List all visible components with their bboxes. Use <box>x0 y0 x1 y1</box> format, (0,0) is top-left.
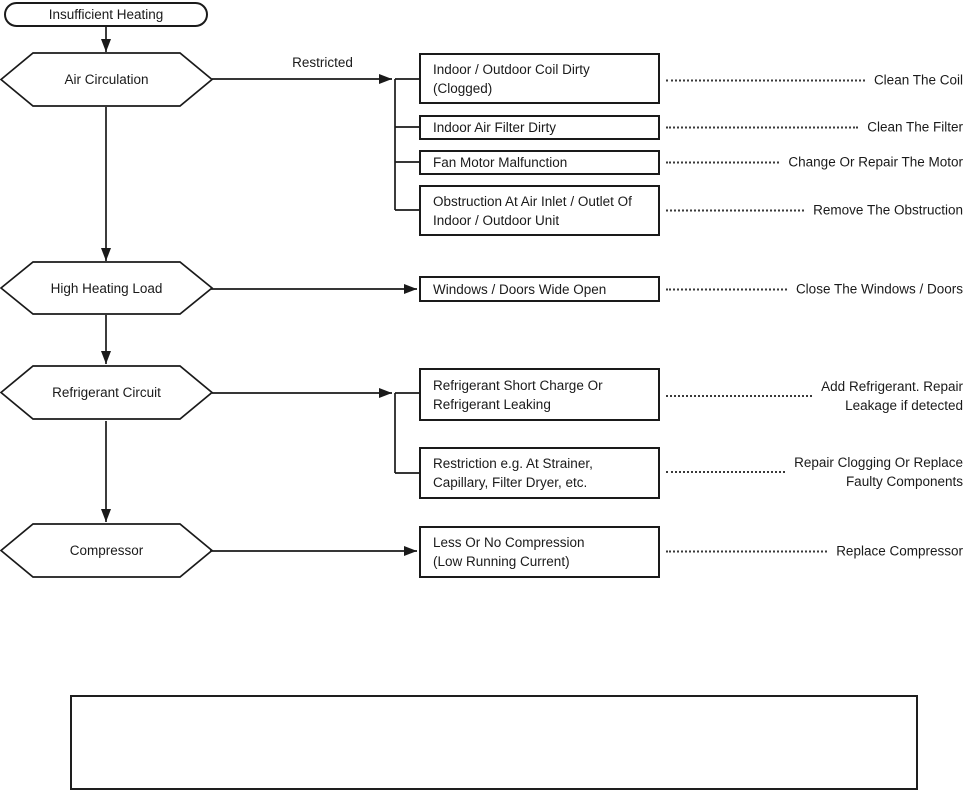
remedy-row-remove-obstruction: Remove The Obstruction <box>660 201 963 220</box>
remedy-row-repair-motor: Change Or Repair The Motor <box>660 153 963 172</box>
decision-hexagon-high-heating-load <box>0 261 214 315</box>
remedy-row-clean-filter: Clean The Filter <box>660 118 963 137</box>
cause-box-restriction: Restriction e.g. At Strainer, Capillary,… <box>419 447 660 499</box>
dotted-leader <box>666 395 813 397</box>
dotted-leader <box>666 161 780 163</box>
dotted-leader <box>666 288 787 290</box>
cause-box-obstruction: Obstruction At Air Inlet / Outlet Of Ind… <box>419 185 660 236</box>
cause-box-coil-dirty: Indoor / Outdoor Coil Dirty (Clogged) <box>419 53 660 104</box>
remedy-label: Add Refrigerant. Repair Leakage if detec… <box>821 379 963 413</box>
dotted-leader <box>666 79 865 81</box>
edge-label-restricted: Restricted <box>292 55 353 70</box>
dotted-leader <box>666 126 859 128</box>
start-node-insufficient-heating: Insufficient Heating <box>4 2 208 27</box>
decision-label-refrigerant-circuit: Refrigerant Circuit <box>52 385 161 400</box>
cause-box-fan-motor: Fan Motor Malfunction <box>419 150 660 175</box>
remedy-row-clean-coil: Clean The Coil <box>660 71 963 90</box>
decision-label-compressor: Compressor <box>69 543 144 558</box>
remedy-row-replace-compressor: Replace Compressor <box>660 542 963 561</box>
decision-label-air-circulation: Air Circulation <box>64 72 149 87</box>
cause-box-short-charge: Refrigerant Short Charge Or Refrigerant … <box>419 368 660 421</box>
cause-box-filter-dirty: Indoor Air Filter Dirty <box>419 115 660 140</box>
remedy-label: Clean The Filter <box>867 119 963 135</box>
dotted-leader <box>666 550 828 552</box>
remedy-row-close-windows: Close The Windows / Doors <box>660 280 963 299</box>
remedy-label: Close The Windows / Doors <box>795 281 963 297</box>
footer-note-box <box>70 695 918 790</box>
remedy-label: Change Or Repair The Motor <box>788 154 963 170</box>
dotted-leader <box>666 209 805 211</box>
remedy-label: Repair Clogging Or Replace Faulty Compon… <box>794 455 963 489</box>
remedy-row-repair-clogging: Repair Clogging Or Replace Faulty Compon… <box>660 453 963 491</box>
decision-label-high-heating-load: High Heating Load <box>50 280 163 296</box>
cause-box-no-compression: Less Or No Compression (Low Running Curr… <box>419 526 660 578</box>
start-node-label: Insufficient Heating <box>48 7 164 22</box>
remedy-label: Replace Compressor <box>836 543 963 559</box>
remedy-row-add-refrigerant: Add Refrigerant. Repair Leakage if detec… <box>660 377 963 415</box>
remedy-label: Clean The Coil <box>873 72 963 88</box>
remedy-label: Remove The Obstruction <box>813 202 963 218</box>
dotted-leader <box>666 471 786 473</box>
cause-box-windows-open: Windows / Doors Wide Open <box>419 276 660 302</box>
